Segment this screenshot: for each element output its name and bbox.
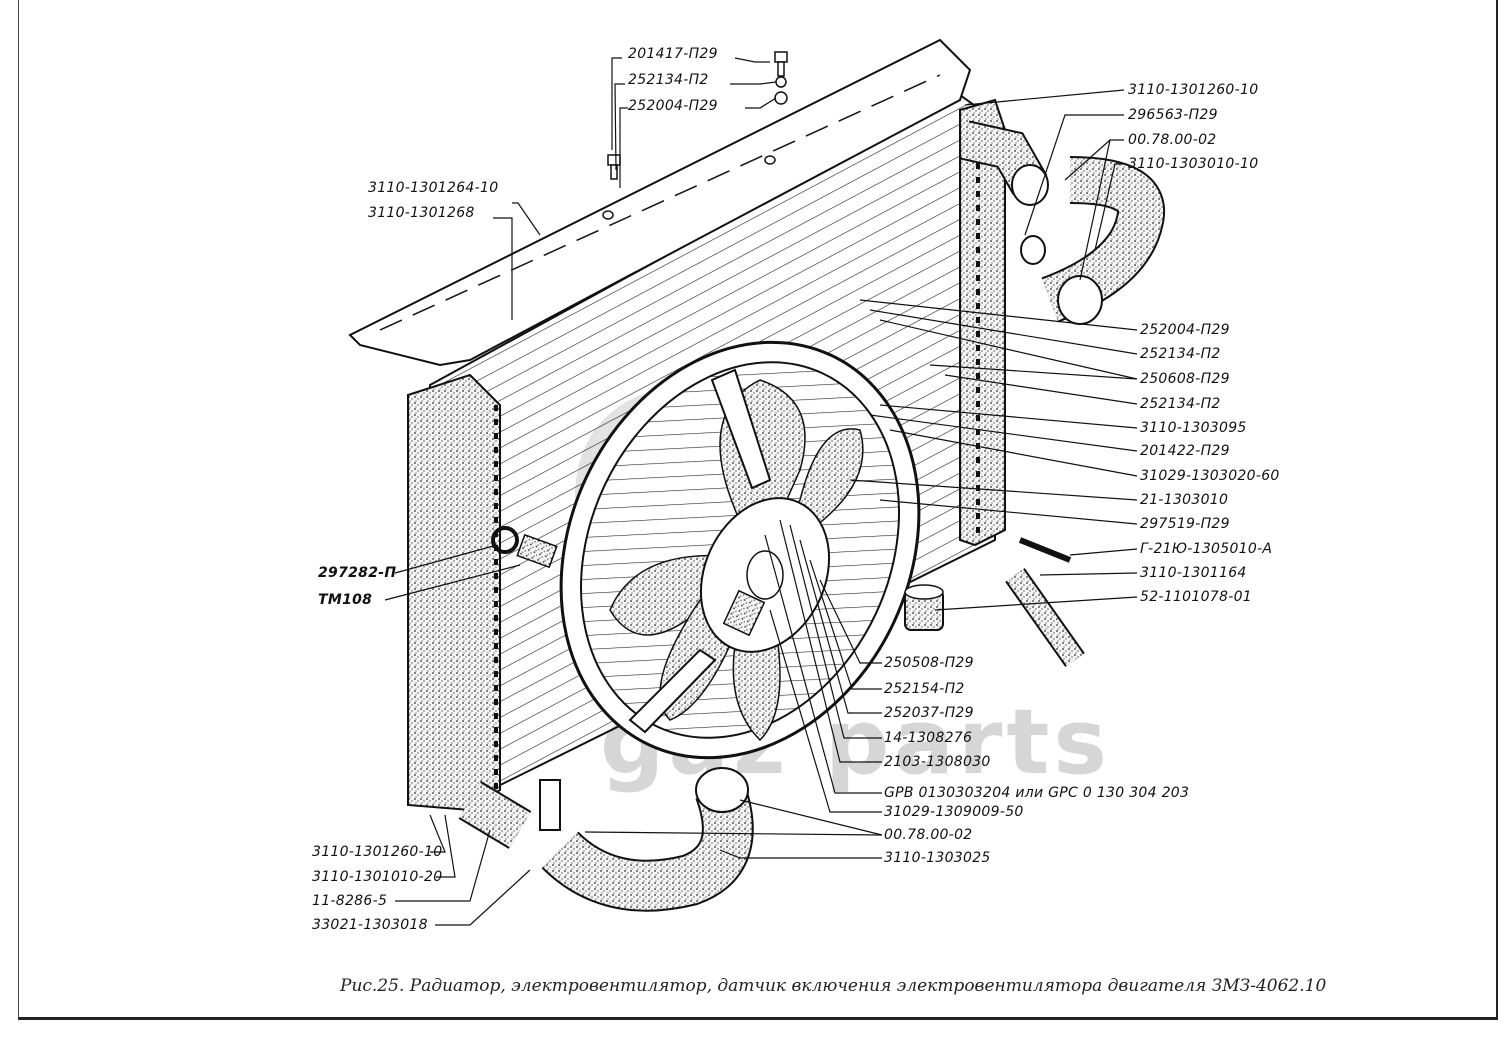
part-label: 252004-П29 — [628, 98, 718, 114]
part-label: 252004-П29 — [1140, 322, 1230, 338]
part-label: Г-21Ю-1305010-А — [1140, 541, 1273, 557]
part-label: 52-1101078-01 — [1140, 589, 1252, 605]
part-label: 296563-П29 — [1128, 107, 1218, 123]
part-label: 00.78.00-02 — [884, 827, 973, 843]
part-label: ТМ108 — [318, 592, 373, 608]
upper-hose — [1041, 156, 1166, 325]
part-label: 3110-1301268 — [368, 205, 475, 221]
part-label: 252037-П29 — [884, 705, 974, 721]
part-label: 252154-П2 — [884, 681, 965, 697]
fan-struts — [628, 368, 772, 734]
part-label: 250508-П29 — [884, 655, 974, 671]
part-label: 31029-1303020-60 — [1140, 468, 1280, 484]
part-label: 14-1308276 — [884, 730, 973, 746]
part-label: 3110-1301260-10 — [1128, 82, 1259, 98]
part-label: 201422-П29 — [1140, 443, 1230, 459]
figure-caption: Рис.25. Радиатор, электровентилятор, дат… — [340, 976, 1327, 996]
drain-plug — [1020, 235, 1046, 265]
part-label: 3110-1301010-20 — [312, 869, 443, 885]
part-label: 297282-П — [318, 565, 397, 581]
part-label: 3110-1301164 — [1140, 565, 1247, 581]
radiator-outlet-pipe — [458, 779, 561, 849]
part-label: 252134-П2 — [628, 72, 709, 88]
bolt-set-top — [607, 51, 788, 180]
part-label: 3110-1301264-10 — [368, 180, 499, 196]
part-label: 3110-1301260-10 — [312, 844, 443, 860]
part-label: 3110-1303025 — [884, 850, 991, 866]
part-label: 297519-П29 — [1140, 516, 1230, 532]
part-label: 33021-1303018 — [312, 917, 428, 933]
part-label: 2103-1308030 — [884, 754, 991, 770]
part-label: 201417-П29 — [628, 46, 718, 62]
part-label: 252134-П2 — [1140, 346, 1221, 362]
radiator-right-tank — [959, 98, 1006, 547]
part-label: GPB 0130303204 или GPC 0 130 304 203 — [884, 785, 1190, 801]
bypass-hose — [1005, 537, 1085, 667]
rubber-mount — [904, 584, 944, 631]
upper-cross-member — [348, 38, 972, 367]
part-label: 00.78.00-02 — [1128, 132, 1217, 148]
temperature-sensor — [491, 526, 558, 569]
part-label: 3110-1303010-10 — [1128, 156, 1259, 172]
leader-lines — [384, 57, 1138, 926]
part-label: 21-1303010 — [1140, 492, 1229, 508]
radiator-inlet-pipe — [960, 120, 1049, 206]
fan-motor — [699, 497, 831, 653]
part-label: 252134-П2 — [1140, 396, 1221, 412]
radiator-left-tank — [407, 373, 501, 812]
part-label: 31029-1309009-50 — [884, 804, 1024, 820]
figure-frame — [18, 0, 1498, 1020]
part-label: 3110-1303095 — [1140, 420, 1247, 436]
part-label: 250608-П29 — [1140, 371, 1230, 387]
lower-hose — [541, 767, 754, 912]
part-label: 11-8286-5 — [312, 893, 388, 909]
